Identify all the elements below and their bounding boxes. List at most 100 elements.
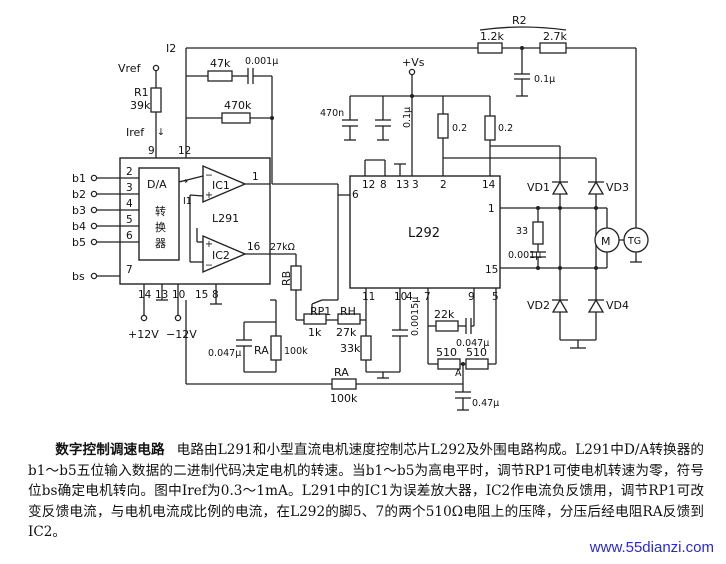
svg-text:4: 4 [406, 291, 413, 303]
r1-label: R1 [134, 86, 149, 99]
r2a-resistor [477, 42, 503, 54]
svg-text:5: 5 [126, 214, 133, 226]
svg-text:2: 2 [440, 179, 447, 191]
input-b5: b5 [72, 236, 86, 249]
r22k-resistor [435, 320, 459, 332]
rh-value: 27k [336, 326, 357, 339]
tg-label: TG [627, 236, 641, 247]
r33k-label: 33k [340, 342, 361, 355]
vd4-diode [587, 298, 605, 313]
watermark: www.55dianzi.com [589, 539, 714, 556]
rb-label: RB [280, 271, 293, 286]
c0015-label: 0.0015μ [410, 297, 421, 336]
vd2-diode [551, 298, 569, 313]
csnub-label: 0.001μ [508, 250, 541, 261]
c0047-label: 0.047μ [208, 348, 241, 359]
r510b-label: 510 [466, 346, 487, 359]
ic2-label: IC2 [212, 249, 230, 262]
svg-text:7: 7 [126, 264, 133, 276]
dac-label-3: 换 [155, 220, 166, 234]
l291-package [119, 157, 271, 285]
dac-label-2: 转 [155, 204, 166, 218]
svg-text:10: 10 [172, 289, 185, 301]
i2-label: I2 [166, 42, 176, 55]
vd2-label: VD2 [527, 299, 550, 312]
svg-text:15: 15 [485, 264, 498, 276]
caption-title: 数字控制调速电路 [55, 442, 165, 458]
caption-text: 电路由L291和小型直流电机速度控制芯片L292及外围电路构成。L291中D/A… [28, 442, 705, 540]
rp1-potentiometer [303, 313, 327, 325]
svg-text:4: 4 [126, 198, 133, 210]
c0047b-label: 0.047μ [456, 338, 489, 349]
r1-value: 39k [130, 99, 151, 112]
svg-text:7: 7 [424, 291, 431, 303]
ra1-value: 100k [284, 346, 308, 357]
svg-text:6: 6 [352, 189, 359, 201]
vd1-label: VD1 [527, 181, 550, 194]
c01b-label: 0.1μ [402, 107, 413, 128]
svg-text:16: 16 [247, 241, 261, 253]
v12p-label: +12V [128, 328, 159, 341]
svg-text:6: 6 [126, 230, 133, 242]
svg-text:+: + [205, 190, 213, 201]
input-b4: b4 [72, 220, 86, 233]
ra1-label: RA [254, 344, 269, 357]
svg-text:15: 15 [195, 289, 208, 301]
iref-label: Iref [126, 126, 145, 139]
dac-label-4: 器 [155, 237, 166, 250]
figure-caption: 数字控制调速电路电路由L291和小型直流电机速度控制芯片L292及外围电路构成。… [28, 440, 704, 543]
rh-resistor [337, 313, 361, 325]
ic1-label: IC1 [212, 179, 230, 192]
r47k-label: 47k [210, 57, 231, 70]
input-b2: b2 [72, 188, 86, 201]
r02b-resistor [484, 115, 496, 141]
circuit-schematic: D/A 转 换 器 L291 IC1 − + IC2 + − → I1 b1 b… [72, 14, 649, 411]
r2b-value: 2.7k [543, 30, 567, 43]
r22k-label: 22k [434, 308, 455, 321]
r510a-label: 510 [436, 346, 457, 359]
svg-text:10: 10 [394, 291, 407, 303]
svg-text:3: 3 [126, 182, 133, 194]
svg-text:1: 1 [488, 203, 495, 215]
svg-text:→: → [180, 176, 188, 187]
r2-label: R2 [512, 14, 527, 27]
r470k-label: 470k [224, 99, 252, 112]
vd4-label: VD4 [606, 299, 629, 312]
svg-text:11: 11 [362, 291, 375, 303]
svg-text:1: 1 [252, 171, 259, 183]
r2b-resistor [539, 42, 567, 54]
r510b-resistor [465, 358, 489, 370]
l292-name: L292 [408, 226, 440, 241]
vd3-label: VD3 [606, 181, 629, 194]
svg-text:−: − [205, 170, 213, 181]
vref-label: Vref [118, 62, 142, 75]
ra2-label: RA [334, 366, 349, 379]
l291-name: L291 [212, 212, 239, 225]
ra2-resistor [331, 378, 357, 390]
r02a-label: 0.2 [452, 123, 467, 134]
r02b-label: 0.2 [498, 123, 513, 134]
r27k-top-label: 27kΩ [270, 242, 295, 253]
svg-text:2: 2 [126, 166, 133, 178]
input-b1: b1 [72, 172, 86, 185]
input-b3: b3 [72, 204, 86, 217]
dac-block [138, 167, 180, 261]
svg-text:9: 9 [148, 145, 155, 157]
ra2-value: 100k [330, 392, 358, 405]
svg-text:+: + [205, 239, 213, 250]
svg-text:8: 8 [212, 289, 219, 301]
vs-label: +Vs [402, 56, 425, 69]
svg-text:↓: ↓ [157, 127, 165, 138]
ic2-opamp [202, 234, 247, 274]
rp1-label: RP1 [310, 305, 331, 318]
ra1-resistor [270, 335, 282, 361]
r33k-resistor [360, 335, 372, 361]
svg-text:−: − [205, 260, 213, 271]
motor-label: M [601, 235, 611, 248]
r47k-resistor [207, 70, 233, 82]
c0001-label: 0.001μ [245, 56, 278, 67]
svg-text:13: 13 [396, 179, 409, 191]
rh-label: RH [340, 305, 356, 318]
r1-resistor [150, 87, 162, 113]
